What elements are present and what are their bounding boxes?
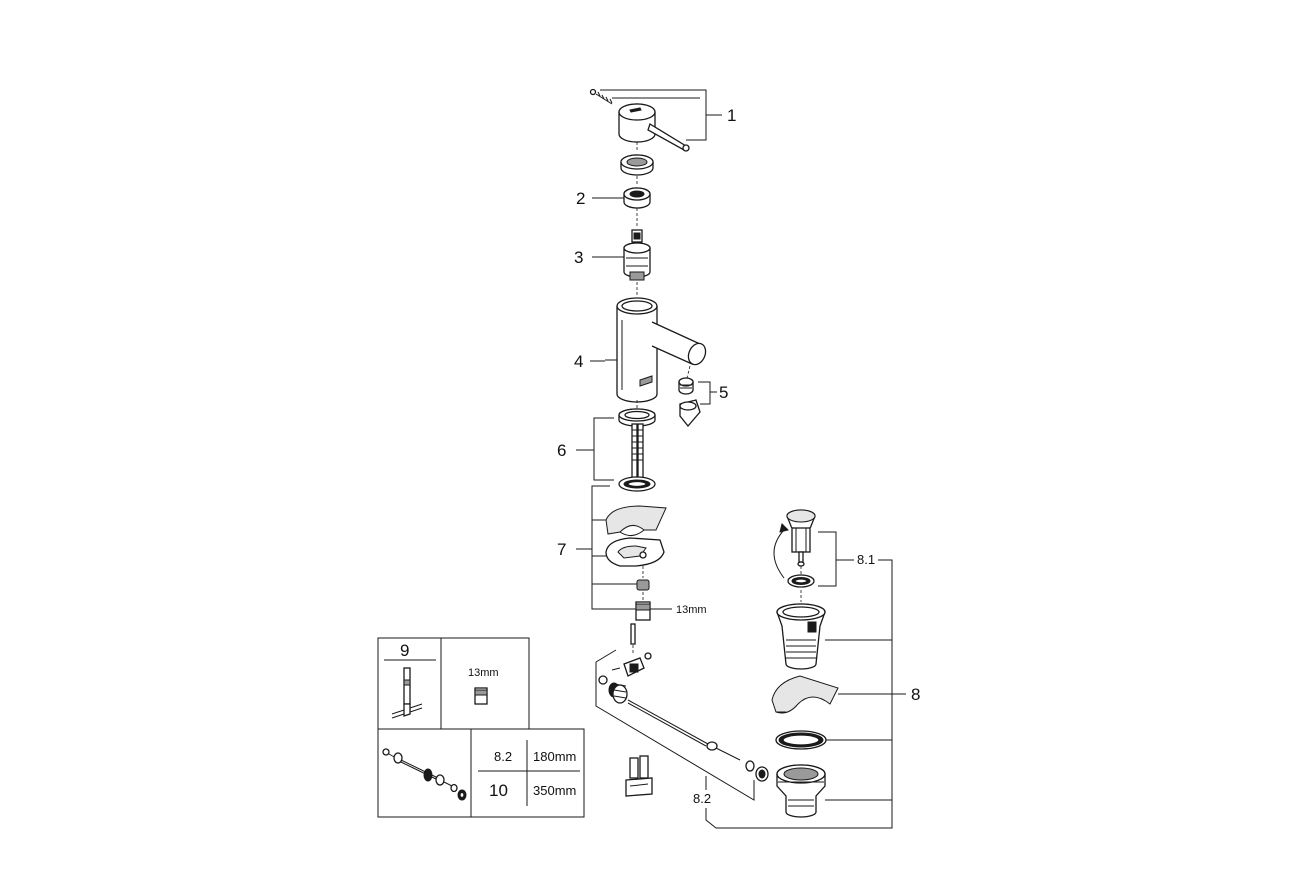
row-1-length: 180mm <box>533 749 576 764</box>
rod-length-table: 8.2 180mm 10 350mm <box>377 728 585 818</box>
callout-8-1: 8.1 <box>857 552 875 567</box>
callout-1: 1 <box>727 106 736 125</box>
part-8-1-plug <box>773 509 816 588</box>
callout-3: 3 <box>574 248 583 267</box>
part-8-2-lift-rod <box>598 623 769 797</box>
part-5-aerator <box>678 377 701 428</box>
part-7-fixing-set <box>605 476 667 621</box>
lift-rod-icon <box>382 748 467 801</box>
hex-nut-icon <box>474 687 488 705</box>
tools-box: 9 13mm <box>377 637 530 730</box>
tool-key-number: 9 <box>400 641 409 660</box>
row-2-ref: 10 <box>489 781 508 800</box>
part-3-cartridge <box>623 229 651 281</box>
callout-5: 5 <box>719 383 728 402</box>
bracket-8-2 <box>595 662 755 801</box>
callout-6: 6 <box>557 441 566 460</box>
nut-size-label: 13mm <box>676 604 707 616</box>
row-1-ref: 8.2 <box>494 749 512 764</box>
callout-8-2: 8.2 <box>693 791 711 806</box>
wrench-key-icon <box>391 667 423 719</box>
part-8-waste-body <box>771 603 839 818</box>
row-2-length: 350mm <box>533 783 576 798</box>
callout-8: 8 <box>911 685 920 704</box>
part-1-handle <box>589 88 690 152</box>
callout-7: 7 <box>557 540 566 559</box>
tool-nut-size: 13mm <box>468 667 499 679</box>
callout-2: 2 <box>576 189 585 208</box>
callout-4: 4 <box>574 352 583 371</box>
part-6-mounting-set <box>618 408 656 481</box>
part-2-bonnet-nut <box>623 187 651 209</box>
cover-ring <box>620 154 654 176</box>
